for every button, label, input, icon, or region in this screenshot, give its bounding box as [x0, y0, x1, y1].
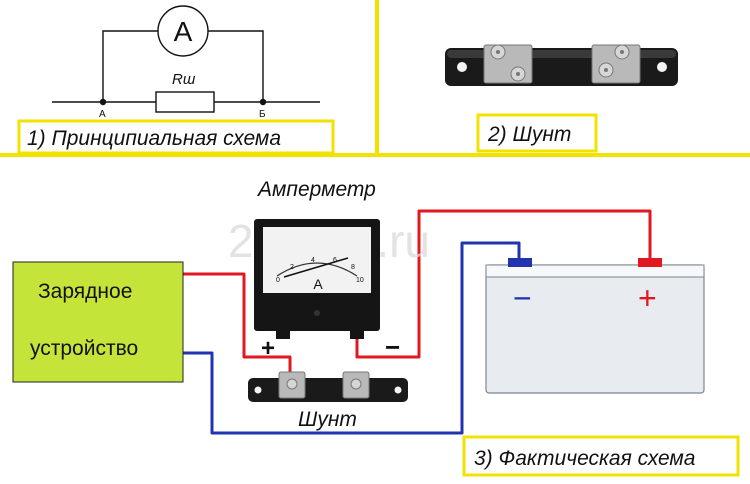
- shunt-label: Шунт: [298, 408, 357, 431]
- wire-red-charger: [183, 272, 292, 372]
- charger-label-line1: Зарядное: [38, 280, 132, 303]
- ammeter-face-letter: A: [313, 276, 323, 292]
- wire-red-meter-battery: [355, 209, 652, 359]
- scale-tick: 4: [311, 257, 315, 264]
- battery-minus-sign: −: [513, 280, 532, 316]
- caption-schematic: 1) Принципиальная схема: [27, 127, 281, 150]
- node-a-dot: [99, 98, 107, 106]
- shunt-panel: 2) Шунт: [445, 44, 678, 153]
- caption-actual: 3) Фактическая схема: [474, 447, 695, 470]
- caption-box-3: [462, 435, 740, 477]
- ammeter-scale-ticks: 0 2 4 6 8 10: [276, 257, 364, 284]
- meter-plus-sign: +: [261, 335, 275, 362]
- resistor-label: Rш: [172, 71, 196, 88]
- scale-tick: 2: [290, 264, 294, 271]
- charger-box: [12, 261, 184, 383]
- node-b-label: Б: [259, 109, 266, 120]
- ammeter-device: [254, 219, 380, 339]
- battery-plus-sign: +: [638, 280, 657, 316]
- node-b-dot: [259, 98, 267, 106]
- shunt-photo: [445, 44, 678, 86]
- caption-shunt: 2) Шунт: [487, 123, 571, 146]
- shunt-resistor-symbol: [155, 91, 215, 113]
- charger-label-line2: устройство: [30, 337, 138, 360]
- wire-blue-charger: [183, 241, 521, 435]
- ammeter-symbol: [157, 5, 209, 57]
- battery: [485, 258, 705, 394]
- schematic-panel: A Rш А Б 1) Принципиальная схема: [17, 5, 335, 155]
- small-shunt-photo: [248, 371, 408, 402]
- scale-tick: 10: [356, 277, 364, 284]
- caption-box-2: [476, 113, 598, 153]
- node-a-label: А: [99, 109, 106, 120]
- scale-tick: 0: [276, 277, 280, 284]
- actual-wiring-panel: 2shemi.ru Зарядное устройство Амперметр …: [12, 178, 740, 477]
- ammeter-title: Амперметр: [256, 178, 376, 201]
- panel-borders: [0, 0, 750, 157]
- meter-minus-sign: −: [385, 332, 400, 362]
- ammeter-letter: A: [174, 16, 193, 47]
- scale-tick: 6: [333, 257, 337, 264]
- caption-box-1: [17, 119, 335, 155]
- scale-tick: 8: [351, 264, 355, 271]
